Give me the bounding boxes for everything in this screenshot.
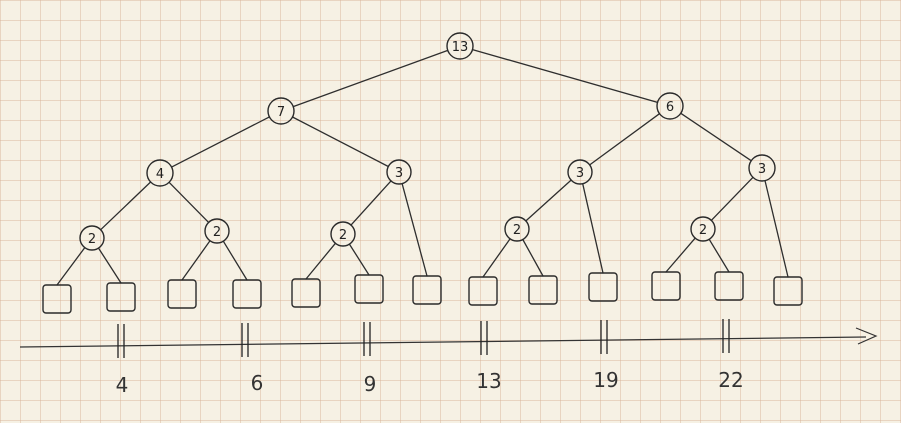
node-label: 2 <box>88 232 96 247</box>
node-label: 3 <box>576 166 584 181</box>
leaf-box <box>412 275 442 305</box>
tree-edge <box>100 181 152 231</box>
node-circle <box>330 221 356 247</box>
axis-label: 4 <box>116 373 129 397</box>
tree-edge <box>708 238 730 273</box>
tree-edges <box>56 48 789 286</box>
node-lrl: 2 <box>330 221 356 247</box>
node-label: 3 <box>395 166 403 181</box>
node-circle <box>146 159 174 187</box>
tree-edge <box>350 180 392 226</box>
tree-edge <box>222 240 248 281</box>
tree-edge <box>181 240 211 281</box>
tree-edge <box>471 48 659 104</box>
leaf-boxes <box>42 271 803 314</box>
tree-edge <box>168 181 210 224</box>
tree-edge <box>710 176 754 222</box>
node-circle <box>386 159 412 185</box>
node-label: 2 <box>513 223 521 238</box>
axis-arrowhead <box>855 327 878 345</box>
tree-edge <box>56 246 86 286</box>
tree-edge <box>401 182 428 277</box>
leaf-box <box>232 279 262 309</box>
tree-edge <box>97 247 122 284</box>
node-circle <box>748 154 776 182</box>
axis-label: 9 <box>364 372 377 396</box>
node-circle <box>267 97 295 125</box>
tree-nodes: 13 7 6 4 3 3 3 2 <box>79 32 776 251</box>
node-ll: 4 <box>146 159 174 187</box>
tree-edge <box>525 179 572 222</box>
axis-line <box>19 336 867 348</box>
axis-label: 22 <box>718 368 743 392</box>
node-label: 2 <box>213 225 221 240</box>
node-lr: 3 <box>386 159 412 185</box>
node-label: 7 <box>277 105 285 120</box>
tree-edge <box>305 242 337 280</box>
node-label: 3 <box>758 162 766 177</box>
leaf-box <box>588 272 618 302</box>
leaf-box <box>714 271 744 301</box>
leaf-box <box>167 279 197 309</box>
node-circle <box>690 216 716 242</box>
axis-label: 13 <box>476 369 501 393</box>
node-l: 7 <box>267 97 295 125</box>
node-r: 6 <box>656 92 684 120</box>
node-label: 13 <box>452 40 469 55</box>
tree-edge <box>170 116 271 168</box>
leaf-box <box>651 271 681 301</box>
tree-edge <box>665 237 696 273</box>
node-rl: 3 <box>567 159 593 185</box>
node-label: 2 <box>339 228 347 243</box>
leaf-box <box>291 278 321 308</box>
node-label: 2 <box>699 223 707 238</box>
node-circle <box>446 32 474 60</box>
tree-edge <box>522 238 544 277</box>
tree-edge <box>589 113 661 166</box>
node-circle <box>504 216 530 242</box>
node-circle <box>204 218 230 244</box>
node-circle <box>567 159 593 185</box>
node-rrl: 2 <box>690 216 716 242</box>
node-llr: 2 <box>204 218 230 244</box>
node-lll: 2 <box>79 225 105 251</box>
tree-edge <box>482 238 511 278</box>
node-root: 13 <box>446 32 474 60</box>
axis-ticks <box>117 319 730 358</box>
tree-edge <box>291 116 389 168</box>
axis-label: 6 <box>251 371 264 395</box>
leaf-box <box>528 275 558 305</box>
leaf-box <box>773 276 803 306</box>
axis-label: 19 <box>593 368 618 392</box>
tree-edge <box>292 49 449 108</box>
tree-edge <box>764 179 789 278</box>
leaf-box <box>42 284 72 314</box>
tree-edge <box>348 243 370 276</box>
node-circle <box>79 225 105 251</box>
number-axis <box>19 327 878 348</box>
leaf-box <box>354 274 384 304</box>
node-label: 4 <box>156 167 164 182</box>
tree-edge <box>680 112 752 162</box>
leaf-box <box>106 282 136 312</box>
node-label: 6 <box>666 100 674 115</box>
axis-labels: 4 6 9 13 19 22 <box>116 368 744 397</box>
tree-edge <box>582 183 604 274</box>
leaf-box <box>468 276 498 306</box>
node-rll: 2 <box>504 216 530 242</box>
node-rr: 3 <box>748 154 776 182</box>
node-circle <box>656 92 684 120</box>
